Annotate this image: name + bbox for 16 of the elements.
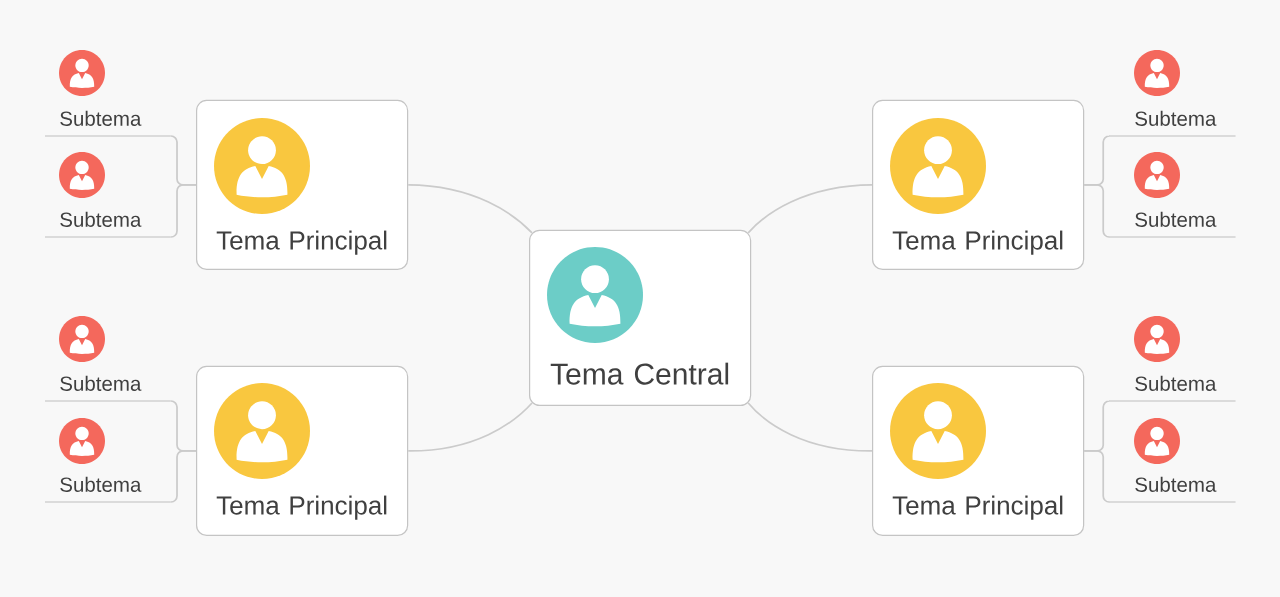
connector-line [747,402,873,452]
subtopic-label: Subtema [1108,476,1237,503]
connector-line [169,184,197,238]
subtopic-label: Subtema [44,211,172,238]
connector-line [1083,184,1111,238]
connector-line [407,184,533,234]
subtopic-label: Subtema [1108,375,1237,402]
subtopic-label: Subtema [1108,110,1237,137]
connector-line [169,450,197,503]
subtopic-label: Subtema [44,110,172,137]
connector-line [407,402,533,452]
subtopic-label: Subtema [1108,211,1237,238]
subtopic-label: Subtema [44,476,172,503]
subtopic-label: Subtema [44,375,172,402]
connector-line [1083,450,1111,503]
connector-line [747,184,873,234]
